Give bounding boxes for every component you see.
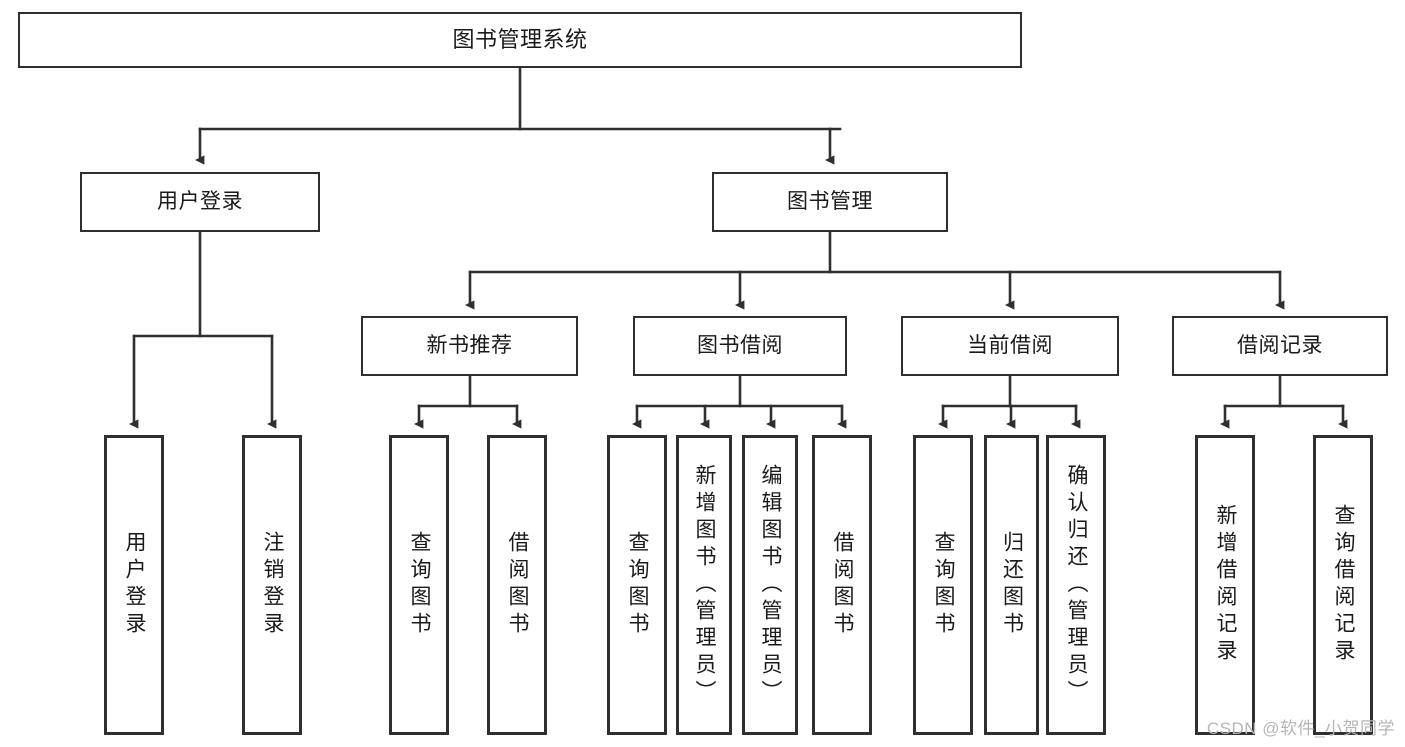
node-leaf-query-record-label: 查询借阅记录 (1332, 504, 1356, 666)
node-leaf-confirm-return[interactable]: 确认归还（管理员） (1046, 435, 1106, 735)
node-leaf-query-book-3[interactable]: 查询图书 (913, 435, 973, 735)
node-book-borrow-label: 图书借阅 (697, 333, 783, 357)
node-leaf-confirm-return-label: 确认归还（管理员） (1065, 463, 1089, 707)
node-leaf-query-book-2[interactable]: 查询图书 (607, 435, 667, 735)
node-leaf-return-book-label: 归还图书 (1000, 531, 1024, 639)
node-leaf-borrow-book-1[interactable]: 借阅图书 (487, 435, 547, 735)
node-new-book-rec[interactable]: 新书推荐 (361, 316, 578, 376)
node-book-manage[interactable]: 图书管理 (712, 172, 948, 232)
node-user-login[interactable]: 用户登录 (80, 172, 320, 232)
node-leaf-query-book-1-label: 查询图书 (408, 531, 432, 639)
node-leaf-edit-book[interactable]: 编辑图书（管理员） (742, 435, 798, 735)
node-book-manage-label: 图书管理 (787, 189, 873, 213)
node-root[interactable]: 图书管理系统 (18, 12, 1022, 68)
node-leaf-borrow-book-2[interactable]: 借阅图书 (812, 435, 872, 735)
node-leaf-return-book[interactable]: 归还图书 (984, 435, 1039, 735)
node-leaf-add-record-label: 新增借阅记录 (1214, 504, 1238, 666)
node-leaf-add-book[interactable]: 新增图书（管理员） (676, 435, 732, 735)
node-book-borrow[interactable]: 图书借阅 (633, 316, 847, 376)
node-leaf-query-record[interactable]: 查询借阅记录 (1313, 435, 1373, 735)
node-borrow-record[interactable]: 借阅记录 (1172, 316, 1388, 376)
node-user-login-label: 用户登录 (157, 189, 243, 213)
node-leaf-logout[interactable]: 注销登录 (242, 435, 302, 735)
node-leaf-edit-book-label: 编辑图书（管理员） (759, 463, 783, 707)
node-leaf-add-book-label: 新增图书（管理员） (693, 463, 717, 707)
node-leaf-borrow-book-1-label: 借阅图书 (506, 531, 530, 639)
node-leaf-user-login-label: 用户登录 (123, 531, 147, 639)
node-leaf-add-record[interactable]: 新增借阅记录 (1195, 435, 1255, 735)
node-new-book-rec-label: 新书推荐 (426, 333, 513, 357)
node-current-borrow-label: 当前借阅 (967, 333, 1053, 357)
node-borrow-record-label: 借阅记录 (1237, 333, 1323, 357)
node-leaf-borrow-book-2-label: 借阅图书 (831, 531, 855, 639)
node-leaf-query-book-2-label: 查询图书 (626, 531, 650, 639)
node-leaf-query-book-1[interactable]: 查询图书 (389, 435, 449, 735)
node-leaf-logout-label: 注销登录 (261, 531, 285, 639)
node-current-borrow[interactable]: 当前借阅 (901, 316, 1119, 376)
node-root-label: 图书管理系统 (452, 27, 588, 53)
node-leaf-query-book-3-label: 查询图书 (932, 531, 956, 639)
node-leaf-user-login[interactable]: 用户登录 (104, 435, 164, 735)
